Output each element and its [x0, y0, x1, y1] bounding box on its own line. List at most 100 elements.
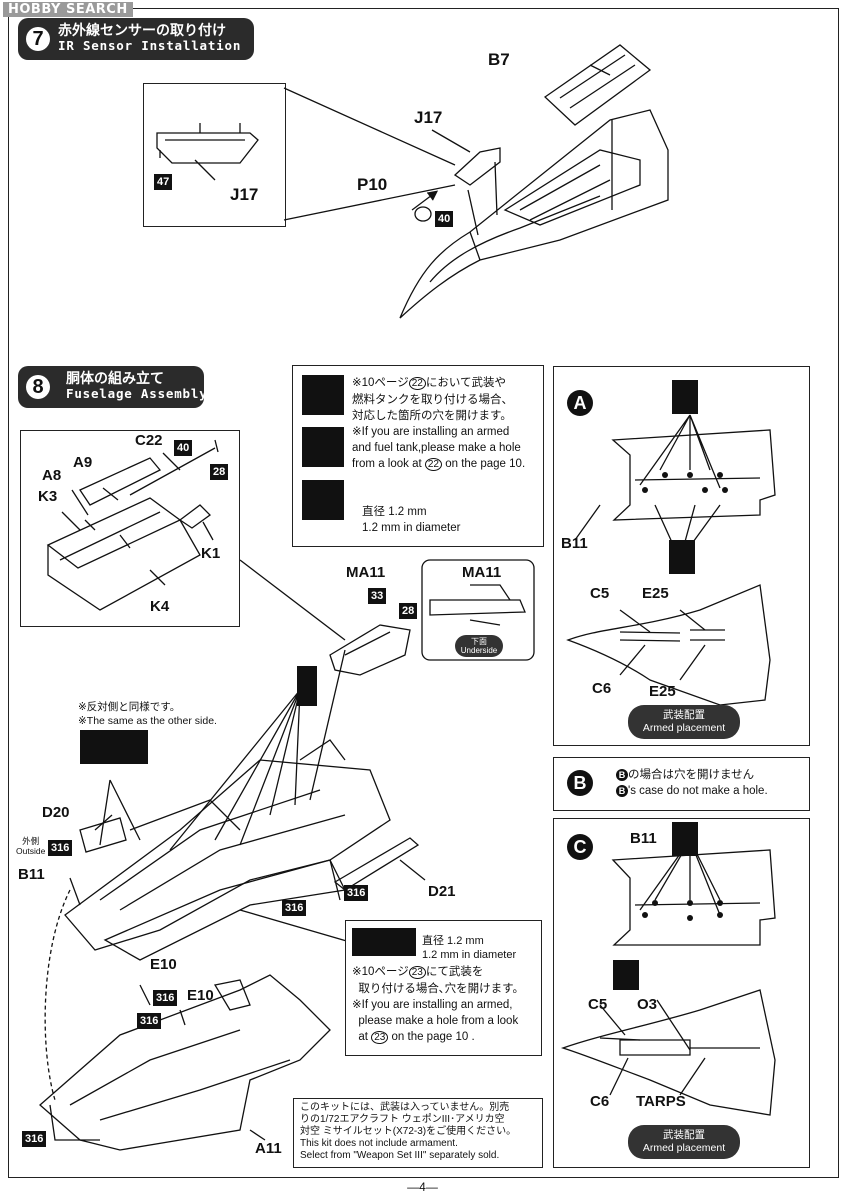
option-a-b11-label: B11 — [561, 535, 588, 552]
option-c-b11-label: B11 — [630, 830, 657, 847]
drill-note2-dia-jp: 直径 1.2 mm — [422, 935, 484, 947]
step8-title-en: Fuselage Assembly — [66, 386, 208, 401]
option-a-pill: 武装配置 Armed placement — [628, 705, 740, 739]
paint-brush-icon — [302, 375, 344, 415]
part-c22-label: C22 — [135, 432, 163, 449]
part-a11-label: A11 — [255, 1140, 282, 1157]
option-c-tarps-label: TARPS — [636, 1093, 686, 1110]
underside-jp: 下面 — [471, 637, 487, 646]
page-frame — [8, 8, 839, 1178]
option-c-pill-jp: 武装配置 — [663, 1129, 705, 1141]
drill-note2-en3a: at — [358, 1031, 368, 1043]
part-d20-label: D20 — [42, 804, 70, 821]
drill-note2-jp1b: にて武装を — [425, 966, 484, 978]
drill-diameter-jp: 直径 1.2 mm — [362, 506, 427, 518]
part-p10-label: P10 — [357, 175, 388, 194]
badge-40-step8: 40 — [174, 440, 193, 456]
badge-33: 33 — [368, 588, 387, 604]
step7-number: 7 — [26, 27, 50, 51]
armament-jp3: 対空 ミサイルセット(X72-3)をご使用ください。 — [300, 1126, 517, 1137]
armament-jp1: このキットには、武装は入っていません。別売 — [300, 1102, 510, 1113]
option-b-en: 's case do not make a hole. — [628, 785, 768, 797]
drill-note2-ref-2: 23 — [371, 1031, 389, 1044]
badge-316e: 316 — [137, 1013, 162, 1029]
drill-note2-jp2: 取り付ける場合､穴を開けます。 — [358, 983, 524, 995]
drill-note-ref-2: 22 — [424, 458, 442, 471]
option-c-c6-label: C6 — [590, 1093, 610, 1110]
outside-jp: 外側 — [22, 836, 40, 846]
drill-note2-en3b: on the page 10 . — [391, 1031, 475, 1043]
badge-316a: 316 — [48, 840, 73, 856]
watermark-logo: HOBBY SEARCH — [3, 2, 133, 17]
both-sides-icon — [302, 427, 344, 467]
underside-pill: 下面 Underside — [455, 635, 503, 657]
outside-en: Outside — [16, 846, 46, 856]
drill-icon-c-top — [672, 822, 698, 856]
option-b-box — [553, 757, 810, 811]
drill-note-jp2: 燃料タンクを取り付ける場合、 — [352, 394, 513, 406]
option-b-jp: の場合は穴を開けません — [628, 769, 755, 781]
part-j17-detail-label: J17 — [230, 185, 259, 204]
both-sides-drill-icon-2 — [352, 928, 416, 956]
step7-detail-box — [143, 83, 286, 227]
badge-28b: 28 — [399, 603, 418, 619]
option-a-e25a-label: E25 — [642, 585, 669, 602]
same-side-jp: ※反対側と同様です。 — [78, 701, 181, 713]
badge-316d: 316 — [153, 990, 178, 1006]
drill-note-jp1b: において武装や — [425, 377, 506, 389]
drill-note-en1: ※If you are installing an armed — [352, 426, 510, 438]
drill-note-en3b: on the page 10. — [445, 458, 526, 470]
same-side-en: ※The same as the other side. — [78, 715, 217, 727]
part-ma11-label: MA11 — [346, 564, 386, 581]
step8-number: 8 — [26, 375, 50, 399]
drill-note2-diameter: 直径 1.2 mm 1.2 mm in diameter — [422, 934, 516, 962]
drill-diameter-en: 1.2 mm in diameter — [362, 522, 461, 534]
drill-note2-en1: ※If you are installing an armed, — [352, 999, 513, 1011]
option-c-letter: C — [567, 834, 593, 860]
drill-note2-dia-en: 1.2 mm in diameter — [422, 949, 517, 961]
both-sides-drill-icon — [80, 730, 148, 764]
underside-en: Underside — [460, 646, 498, 655]
drill-icon-c-bottom — [613, 960, 639, 990]
drill-note-en3a: from a look at — [352, 458, 422, 470]
option-a-pill-en: Armed placement — [642, 722, 726, 734]
drill-note2-ref: 23 — [408, 966, 426, 979]
armament-jp2: りの1/72エアクラフト ウェポンIII･アメリカ空 — [300, 1114, 505, 1125]
outside-label: 外側 Outside — [16, 836, 45, 856]
badge-316f: 316 — [22, 1131, 47, 1147]
drill-note-ref: 22 — [408, 377, 426, 390]
drill-note-jp3: 対応した箇所の穴を開けます。 — [352, 410, 512, 422]
option-c-o3-label: O3 — [637, 996, 658, 1013]
armament-note-box — [293, 1098, 543, 1168]
option-a-c6-label: C6 — [592, 680, 612, 697]
badge-40: 40 — [435, 211, 454, 227]
part-b11-label: B11 — [18, 866, 45, 883]
part-e10b-label: E10 — [187, 987, 214, 1004]
armament-note: このキットには、武装は入っていません。別売 りの1/72エアクラフト ウェポンI… — [300, 1102, 516, 1162]
part-j17-label: J17 — [414, 108, 443, 127]
part-a8-label: A8 — [42, 467, 62, 484]
step7-title-en: IR Sensor Installation — [58, 38, 242, 53]
option-a-pill-jp: 武装配置 — [663, 709, 705, 721]
part-k3-label: K3 — [38, 488, 58, 505]
drill-diameter: 直径 1.2 mm 1.2 mm in diameter — [362, 504, 460, 536]
drill-note2-en2: please make a hole from a look — [358, 1015, 519, 1027]
part-ma11-underside-label: MA11 — [462, 564, 502, 581]
drill-icon-a-top — [672, 380, 698, 414]
step8-header: 8 胴体の組み立て Fuselage Assembly — [18, 366, 207, 408]
option-b-letter: B — [567, 770, 593, 796]
drill-note-jp1: ※10ページ — [352, 377, 409, 389]
option-a-c5-label: C5 — [590, 585, 610, 602]
badge-47: 47 — [154, 174, 173, 190]
part-b7-label: B7 — [488, 50, 510, 69]
part-d21-label: D21 — [428, 883, 456, 900]
part-e10-label: E10 — [150, 956, 177, 973]
part-a9-label: A9 — [73, 454, 93, 471]
option-a-e25b-label: E25 — [649, 683, 676, 700]
badge-28-step8: 28 — [210, 464, 229, 480]
subassembly-box — [20, 430, 240, 627]
badge-316c: 316 — [282, 900, 307, 916]
drill-icon-a-bottom — [669, 540, 695, 574]
